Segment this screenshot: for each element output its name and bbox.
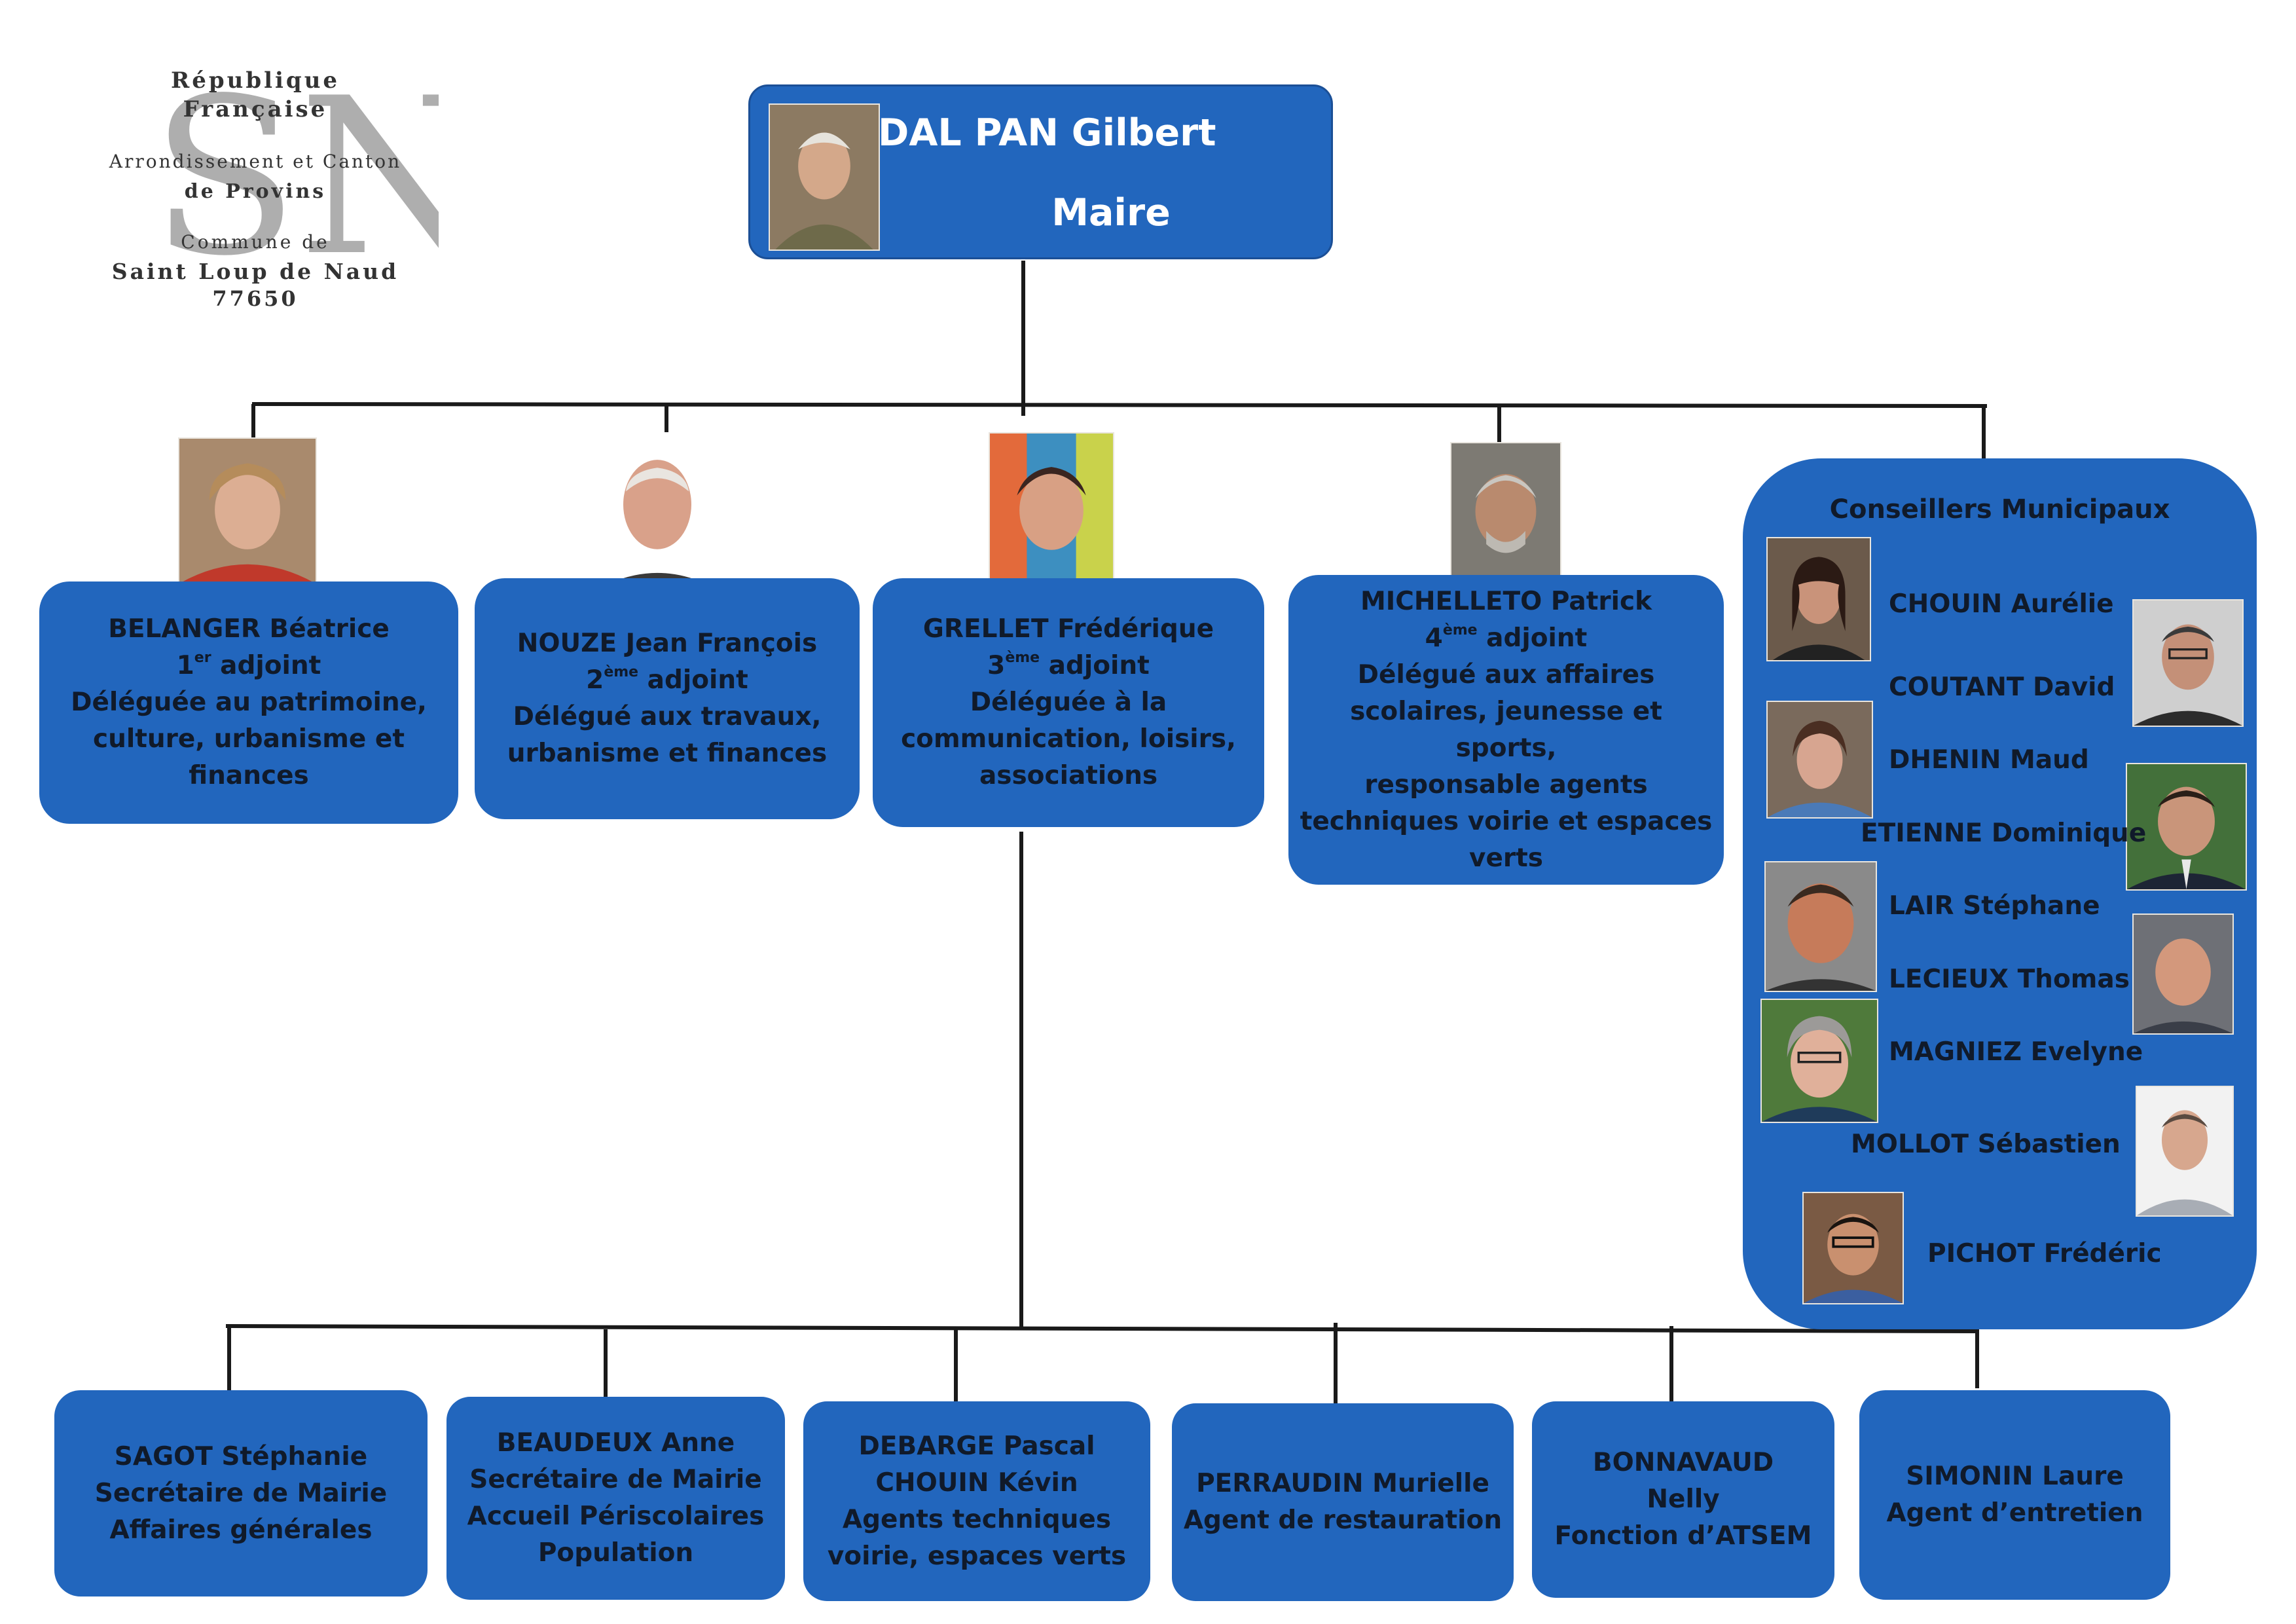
crest-monogram-icon: SN	[151, 56, 439, 303]
staff-4-line: PERRAUDIN Murielle	[1196, 1469, 1489, 1498]
connector-adjoint-bar	[251, 402, 1988, 408]
adjoint-2-duty: Délégué aux travaux,	[513, 702, 822, 731]
adjoint-3-box: GRELLET Frédérique 3ème adjoint Déléguée…	[873, 578, 1264, 827]
council-member-5: LAIR Stéphane	[1889, 891, 2100, 921]
crest-line-5: Commune de	[181, 231, 330, 253]
staff-1-line: Affaires générales	[109, 1515, 373, 1545]
council-title: Conseillers Municipaux	[1829, 494, 2170, 525]
svg-text:SN: SN	[151, 56, 439, 303]
council-member-8: MOLLOT Sébastien	[1851, 1130, 2121, 1159]
staff-1-line: SAGOT Stéphanie	[114, 1441, 368, 1471]
council-member-3: DHENIN Maud	[1889, 745, 2089, 775]
adjoint-3-duty: associations	[979, 761, 1158, 790]
council-photo	[1802, 1192, 1904, 1304]
crest-line-1: République	[170, 67, 340, 94]
mayor-role: Maire	[1051, 191, 1171, 234]
council-photo	[2132, 913, 2234, 1035]
staff-5-line: BONNAVAUD	[1592, 1448, 1774, 1477]
mayor-box: DAL PAN Gilbert Maire	[748, 84, 1333, 259]
adjoint-2-name: NOUZE Jean François	[517, 629, 818, 658]
adjoint-4-duty: techniques voirie et espaces	[1300, 806, 1713, 836]
adjoint-4-box: MICHELLETO Patrick 4ème adjoint Délégué …	[1288, 575, 1724, 885]
staff-3-line: DEBARGE Pascal	[858, 1431, 1095, 1461]
crest-line-4: de Provins	[184, 180, 327, 203]
adjoint-1-rank: 1er adjoint	[176, 650, 321, 681]
adjoint-1-name: BELANGER Béatrice	[108, 614, 390, 644]
crest-line-7: 77650	[212, 286, 299, 311]
council-member-7: MAGNIEZ Evelyne	[1889, 1037, 2143, 1067]
adjoint-3-name: GRELLET Frédérique	[922, 614, 1214, 644]
council-photo	[2126, 763, 2247, 891]
staff-box-2: BEAUDEUX Anne Secrétaire de Mairie Accue…	[446, 1397, 785, 1600]
adjoint-2-box: NOUZE Jean François 2ème adjoint Délégué…	[475, 578, 860, 819]
adjoint-3-duty: communication, loisirs,	[901, 724, 1236, 754]
staff-6-line: Agent d’entretien	[1886, 1498, 2143, 1528]
adjoint-4-duty: scolaires, jeunesse et sports,	[1350, 696, 1662, 763]
adjoint-1-duty: culture, urbanisme et	[92, 724, 405, 754]
adjoint-4-duty: responsable agents	[1364, 769, 1648, 800]
council-member-9: PICHOT Frédéric	[1927, 1239, 2162, 1268]
council-photo	[1766, 537, 1871, 661]
staff-box-6: SIMONIN Laure Agent d’entretien	[1859, 1390, 2170, 1600]
council-member-1: CHOUIN Aurélie	[1889, 589, 2114, 619]
adjoint-1-duty: finances	[189, 761, 309, 790]
adjoint-1-duty: Déléguée au patrimoine,	[71, 688, 427, 717]
staff-2-line: Secrétaire de Mairie	[469, 1465, 762, 1494]
adjoint-2-rank: 2ème adjoint	[586, 664, 748, 695]
adjoint-4-name: MICHELLETO Patrick	[1360, 586, 1652, 616]
staff-3-line: CHOUIN Kévin	[875, 1467, 1078, 1498]
council-panel: Conseillers Municipaux CHOUIN Aurélie CO…	[1743, 458, 2257, 1329]
staff-box-3: DEBARGE Pascal CHOUIN Kévin Agents techn…	[803, 1401, 1150, 1601]
staff-3-line: Agents techniques	[842, 1504, 1112, 1534]
adjoint-4-duty: verts	[1469, 843, 1543, 873]
adjoint-3-duty: Déléguée à la	[970, 688, 1167, 717]
staff-2-line: Population	[538, 1538, 694, 1568]
council-photo	[1766, 701, 1873, 819]
council-photo	[1764, 861, 1877, 992]
staff-box-4: PERRAUDIN Murielle Agent de restauration	[1172, 1403, 1514, 1601]
staff-box-1: SAGOT Stéphanie Secrétaire de Mairie Aff…	[54, 1390, 428, 1596]
staff-4-line: Agent de restauration	[1183, 1505, 1503, 1535]
staff-box-5: BONNAVAUD Nelly Fonction d’ATSEM	[1532, 1401, 1834, 1598]
staff-5-line: Fonction d’ATSEM	[1554, 1521, 1812, 1551]
staff-2-line: BEAUDEUX Anne	[496, 1428, 735, 1458]
adjoint-2-duty: urbanisme et finances	[507, 739, 828, 768]
council-member-6: LECIEUX Thomas	[1889, 965, 2130, 994]
mayor-name: DAL PAN Gilbert	[878, 111, 1216, 155]
crest-line-3: Arrondissement et Canton	[109, 151, 402, 172]
council-photo	[2136, 1086, 2234, 1217]
council-photo	[2132, 599, 2244, 727]
crest-line-2: Française	[183, 96, 328, 122]
adjoint-3-rank: 3ème adjoint	[987, 650, 1150, 681]
council-member-2: COUTANT David	[1889, 673, 2115, 702]
commune-crest: SN République Française Arrondissement e…	[72, 56, 439, 318]
council-photo	[1760, 999, 1878, 1123]
adjoint-4-photo	[1450, 442, 1561, 602]
connector-staff-bar	[225, 1324, 1978, 1333]
mayor-photo	[769, 103, 880, 251]
crest-line-6: Saint Loup de Naud	[111, 259, 399, 284]
adjoint-2-photo	[592, 432, 723, 593]
staff-6-line: SIMONIN Laure	[1906, 1462, 2124, 1491]
council-member-4: ETIENNE Dominique	[1861, 819, 2147, 848]
adjoint-4-rank: 4ème adjoint	[1425, 621, 1588, 653]
adjoint-1-photo	[178, 437, 317, 585]
staff-2-line: Accueil Périscolaires	[467, 1502, 765, 1531]
staff-1-line: Secrétaire de Mairie	[94, 1478, 388, 1508]
staff-5-line: Nelly	[1647, 1485, 1720, 1514]
adjoint-4-duty: Délégué aux affaires	[1357, 659, 1655, 690]
adjoint-1-box: BELANGER Béatrice 1er adjoint Déléguée a…	[39, 581, 458, 824]
staff-3-line: voirie, espaces verts	[827, 1541, 1127, 1571]
adjoint-3-photo	[989, 432, 1114, 606]
